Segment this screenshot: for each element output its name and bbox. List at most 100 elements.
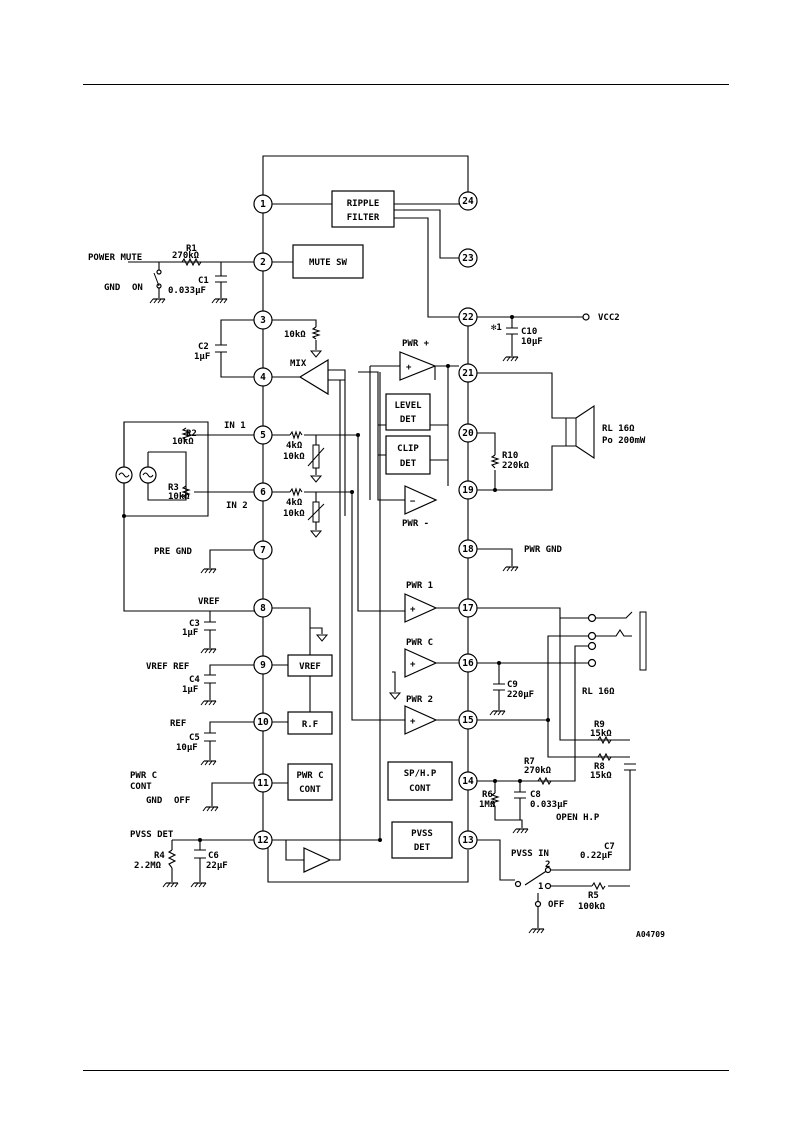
pwr-gnd-label: PWR GND — [524, 545, 563, 555]
level-det-line1: LEVEL — [394, 401, 422, 411]
vref-pin-label: VREF — [198, 597, 220, 607]
component-shapes — [115, 190, 647, 908]
svg-text:+: + — [410, 660, 416, 670]
r2-value: 10kΩ — [172, 437, 194, 447]
c7-name: C7 — [604, 842, 615, 852]
pin-20-label: 20 — [462, 428, 474, 439]
r8-value: 15kΩ — [590, 771, 612, 781]
r-in2-4k: 4kΩ — [286, 498, 303, 508]
mix-label: MIX — [290, 359, 307, 369]
c4-value: 1μF — [182, 685, 198, 695]
pin-2-label: 2 — [260, 257, 266, 268]
r4-name: R4 — [154, 851, 165, 861]
pin-24-label: 24 — [462, 196, 474, 207]
pvss-det-block-line1: PVSS — [411, 829, 433, 839]
pwr-c-cont-label-line1: PWR C — [130, 771, 157, 781]
pwr-plus-label: PWR + — [402, 339, 430, 349]
level-det-line2: DET — [400, 415, 417, 425]
r2-name: R2 — [186, 429, 197, 439]
pvss-det-block-line2: DET — [414, 843, 431, 853]
ripple-filter-line2: FILTER — [347, 213, 380, 223]
r3-name: R3 — [168, 483, 179, 493]
pin-18-label: 18 — [462, 544, 474, 555]
rl-hp-label: RL 16Ω — [582, 687, 615, 697]
pin-3-label: 3 — [260, 315, 266, 326]
c5-name: C5 — [189, 733, 200, 743]
pin-12-label: 12 — [257, 835, 268, 846]
r9-name: R9 — [594, 720, 605, 730]
r-in1-4k: 4kΩ — [286, 441, 303, 451]
r5-value: 100kΩ — [578, 902, 606, 912]
pwr2-label: PWR 2 — [406, 695, 433, 705]
pin-15-label: 15 — [462, 715, 474, 726]
pvss-det-label: PVSS DET — [130, 830, 174, 840]
c2-value: 1μF — [194, 352, 210, 362]
c9-value: 220μF — [507, 690, 534, 700]
svg-text:+: + — [406, 363, 412, 373]
r9-value: 15kΩ — [590, 729, 612, 739]
mark-x1-label: ✻1 — [491, 323, 502, 333]
r-in2-10k: 10kΩ — [283, 509, 305, 519]
c1-name: C1 — [198, 276, 209, 286]
pwr1-label: PWR 1 — [406, 581, 433, 591]
r-in1-10k: 10kΩ — [283, 452, 305, 462]
signal-labels: POWER MUTE GND ON VCC2 ✻1 IN 1 IN 2 RL 1… — [88, 253, 665, 939]
switch-off-label: OFF — [548, 900, 564, 910]
po-label: Po 200mW — [602, 436, 646, 446]
sp-hp-cont-line1: SP/H.P — [404, 769, 437, 779]
pre-gnd-label: PRE GND — [154, 547, 193, 557]
pin-5-label: 5 — [260, 430, 266, 441]
r6-name: R6 — [482, 790, 493, 800]
pin-10-label: 10 — [257, 717, 269, 728]
in2-label: IN 2 — [226, 501, 248, 511]
pwr-minus-label: PWR - — [402, 519, 429, 529]
pin-circles — [253, 191, 478, 850]
pin-numbers: 1 2 3 4 5 6 7 8 9 10 11 12 13 14 15 16 1… — [257, 196, 474, 846]
gnd-off-label-off: OFF — [174, 796, 190, 806]
open-hp-label: OPEN H.P — [556, 813, 600, 823]
amp-labels: PWR + PWR - MIX PWR 1 PWR C PWR 2 — [290, 339, 433, 705]
r-10k-pin3: 10kΩ — [284, 330, 306, 340]
switch-pos-1: 1 — [538, 882, 543, 892]
c7-value: 0.22μF — [580, 851, 613, 861]
r7-value: 270kΩ — [524, 766, 552, 776]
power-mute-label: POWER MUTE — [88, 253, 142, 263]
vcc2-label: VCC2 — [598, 313, 620, 323]
in1-label: IN 1 — [224, 421, 246, 431]
component-labels: R1 270kΩ C1 0.033μF C2 1μF 10kΩ R2 10kΩ … — [134, 244, 615, 912]
vref-ref-label: VREF REF — [146, 662, 189, 672]
pwr-c-cont-label-line2: CONT — [130, 782, 152, 792]
pin-21-label: 21 — [462, 368, 474, 379]
c10-value: 10μF — [521, 337, 543, 347]
c8-value: 0.033μF — [530, 800, 568, 810]
r4-value: 2.2MΩ — [134, 861, 162, 871]
clip-det-line1: CLIP — [397, 444, 419, 454]
pwrc-label: PWR C — [406, 638, 433, 648]
gnd-label: GND — [104, 283, 121, 293]
pin-14-label: 14 — [462, 776, 474, 787]
wiring — [123, 155, 631, 928]
svg-text:+: + — [410, 717, 416, 727]
figure-code: A04709 — [636, 930, 665, 939]
pin-4-label: 4 — [260, 372, 266, 383]
c6-name: C6 — [208, 851, 219, 861]
pvss-in-label: PVSS IN — [511, 849, 549, 859]
top-rule — [83, 84, 729, 85]
r10-name: R10 — [502, 451, 518, 461]
c1-value: 0.033μF — [168, 286, 206, 296]
c3-name: C3 — [189, 619, 200, 629]
r8-name: R8 — [594, 762, 605, 772]
pin-22-label: 22 — [462, 312, 473, 323]
mute-sw-block: MUTE SW — [309, 258, 348, 268]
pwr-c-cont-block-line2: CONT — [299, 785, 321, 795]
r10-value: 220kΩ — [502, 461, 530, 471]
pwr-c-cont-block-line1: PWR C — [296, 771, 323, 781]
ref-label: REF — [170, 719, 186, 729]
pin-9-label: 9 — [260, 660, 266, 671]
r3-value: 10kΩ — [168, 492, 190, 502]
r6-value: 1MΩ — [479, 800, 496, 810]
pin-7-label: 7 — [260, 545, 266, 556]
r1-value: 270kΩ — [172, 251, 200, 261]
sp-hp-cont-line2: CONT — [409, 784, 431, 794]
